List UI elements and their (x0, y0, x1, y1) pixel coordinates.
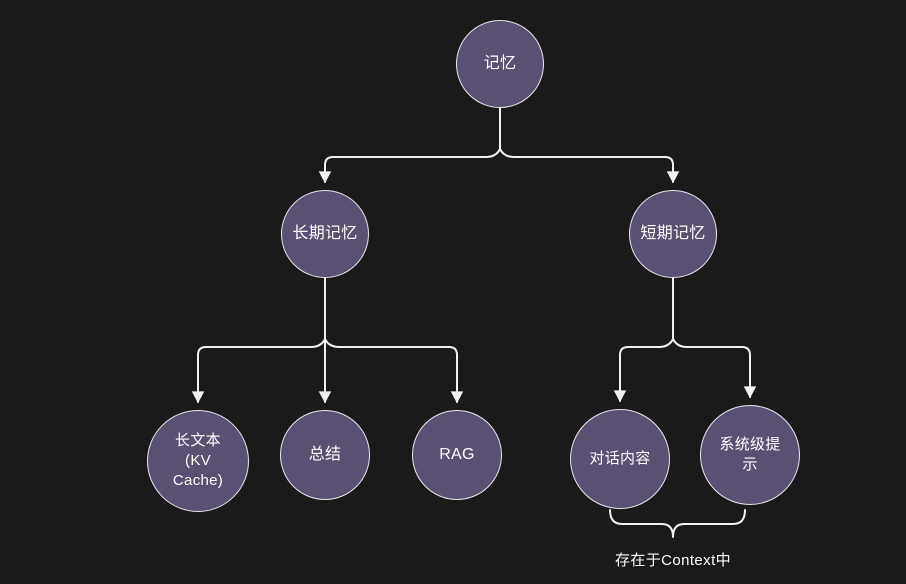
edge-memory-to-short-term (499, 148, 680, 184)
edge-memory-to-long-term (318, 148, 501, 184)
node-dialogue-content[interactable]: 对话内容 (570, 409, 670, 509)
node-memory[interactable]: 记忆 (456, 20, 544, 108)
node-long-term-memory-label: 长期记忆 (292, 225, 358, 243)
node-system-prompt[interactable]: 系统级提 示 (700, 405, 800, 505)
node-short-term-memory-label: 短期记忆 (640, 225, 706, 243)
node-rag-label: RAG (439, 446, 475, 464)
node-long-context-label: 长文本 (KV Cache) (172, 432, 224, 489)
edge-short-term-to-system-prompt (672, 338, 757, 399)
node-long-term-memory[interactable]: 长期记忆 (281, 190, 369, 278)
context-brace-label: 存在于Context中 (614, 552, 732, 569)
node-system-prompt-label: 系统级提 示 (719, 436, 781, 473)
edge-short-term-to-dialogue (613, 338, 674, 403)
node-rag[interactable]: RAG (412, 410, 502, 500)
edge-long-term-to-rag (324, 338, 464, 404)
node-short-term-memory[interactable]: 短期记忆 (629, 190, 717, 278)
node-summary-label: 总结 (308, 446, 342, 464)
node-dialogue-content-label: 对话内容 (589, 450, 651, 468)
context-brace (609, 509, 746, 538)
node-long-context[interactable]: 长文本 (KV Cache) (147, 410, 249, 512)
node-memory-label: 记忆 (483, 55, 517, 73)
edge-long-term-to-long-context (191, 338, 326, 404)
node-summary[interactable]: 总结 (280, 410, 370, 500)
